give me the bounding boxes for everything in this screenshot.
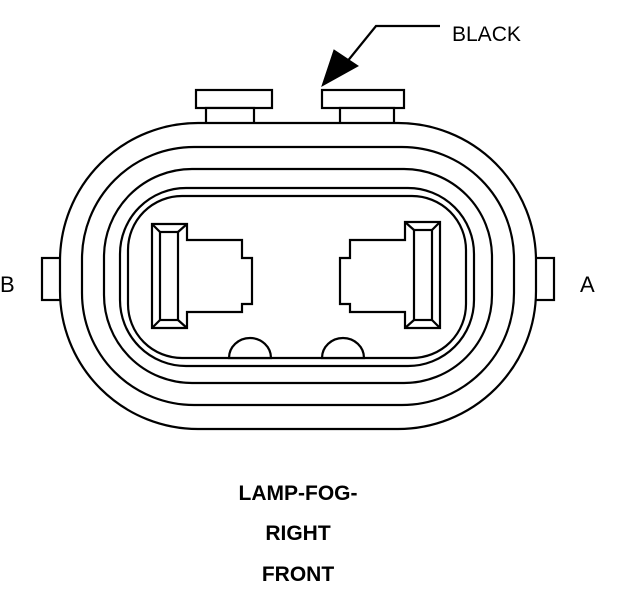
top-tab-right (320, 88, 406, 126)
terminal-a (338, 220, 442, 330)
terminal-b (150, 222, 254, 330)
cavity-outline (126, 194, 468, 360)
housing-ring-4 (118, 186, 476, 368)
pin-label-a: A (580, 272, 595, 297)
connector-title-line3: FRONT (262, 563, 334, 586)
housing-outer (58, 121, 538, 431)
callout-arrow-icon (321, 49, 359, 88)
pin-label-b: B (0, 272, 15, 297)
housing-ring-2 (80, 145, 516, 407)
top-tab-left (194, 88, 274, 126)
callout-leader (321, 24, 440, 88)
cavity-bump-left (227, 336, 273, 360)
housing-ring-3 (102, 167, 494, 385)
wire-color-label: BLACK (452, 23, 521, 46)
connector-title-line2: RIGHT (265, 522, 331, 545)
cavity-bump-right (320, 336, 366, 360)
connector-title-line1: LAMP-FOG- (239, 482, 358, 505)
